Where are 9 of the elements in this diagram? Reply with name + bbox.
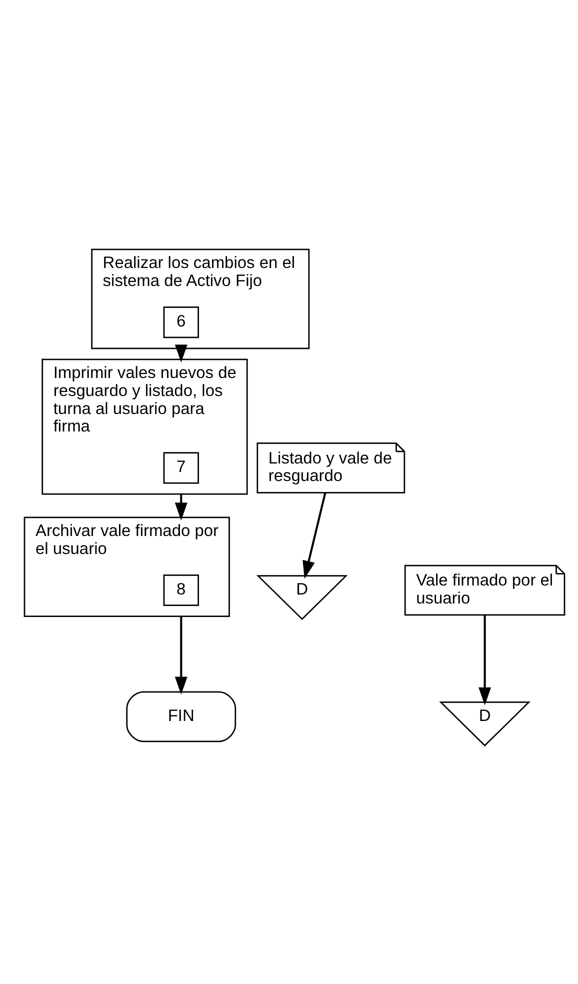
node-box: 6 [163,306,199,338]
arrow [174,494,188,521]
arrow [478,615,492,706]
node-box: 8 [163,574,199,606]
arrow [174,344,188,363]
arrow [302,492,326,579]
node-box: 7 [163,452,199,484]
arrow [174,616,188,695]
node-box: FIN [126,691,236,742]
